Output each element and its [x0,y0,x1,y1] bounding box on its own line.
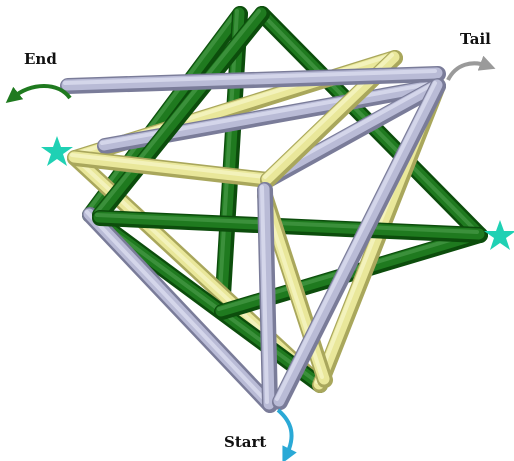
start-label: Start [224,433,266,451]
end-label: End [24,50,57,68]
curved-arrow-icon [278,410,292,456]
curved-arrow-icon [448,63,488,80]
rod-frame [65,11,480,405]
tail-label: Tail [460,30,491,48]
rod-lavender-17 [262,187,270,405]
rod-lavender-18 [65,71,438,86]
star-icon [484,220,514,250]
